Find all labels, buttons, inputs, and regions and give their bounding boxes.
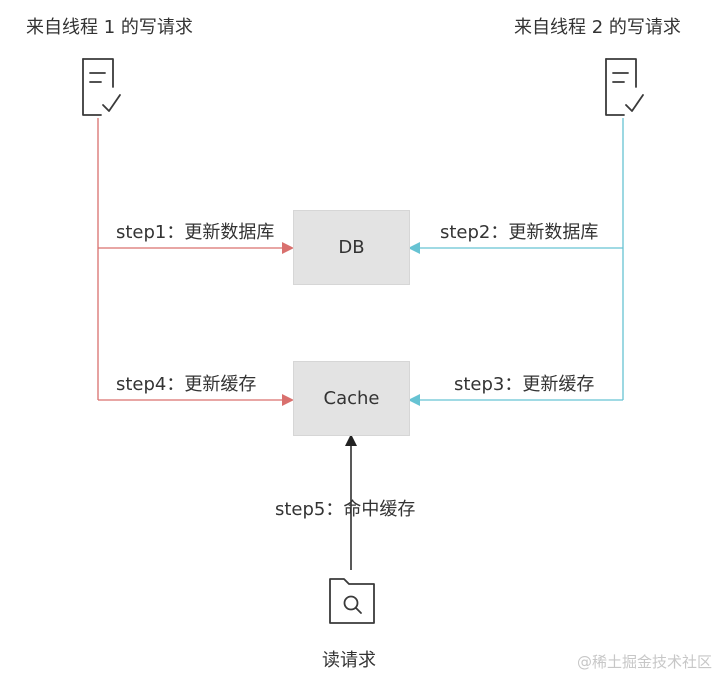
reader-label: 读请求 [322, 650, 376, 671]
document-check-icon [82, 58, 121, 116]
thread1-label: 来自线程 1 的写请求 [26, 17, 193, 38]
step3-label: step3：更新缓存 [454, 374, 595, 395]
step5-label: step5：命中缓存 [275, 499, 416, 520]
document-check-icon [605, 58, 644, 116]
cache-node: Cache [293, 361, 410, 436]
thread1-connector [97, 118, 294, 406]
watermark: @稀土掘金技术社区 [576, 653, 712, 671]
thread2-label: 来自线程 2 的写请求 [514, 17, 681, 38]
cache-label: Cache [323, 388, 380, 409]
step1-label: step1：更新数据库 [116, 222, 275, 243]
step2-label: step2：更新数据库 [440, 222, 599, 243]
step4-label: step4：更新缓存 [116, 374, 257, 395]
folder-search-icon [329, 578, 375, 624]
db-node: DB [293, 210, 410, 285]
thread2-connector [408, 118, 624, 406]
db-label: DB [338, 237, 365, 258]
